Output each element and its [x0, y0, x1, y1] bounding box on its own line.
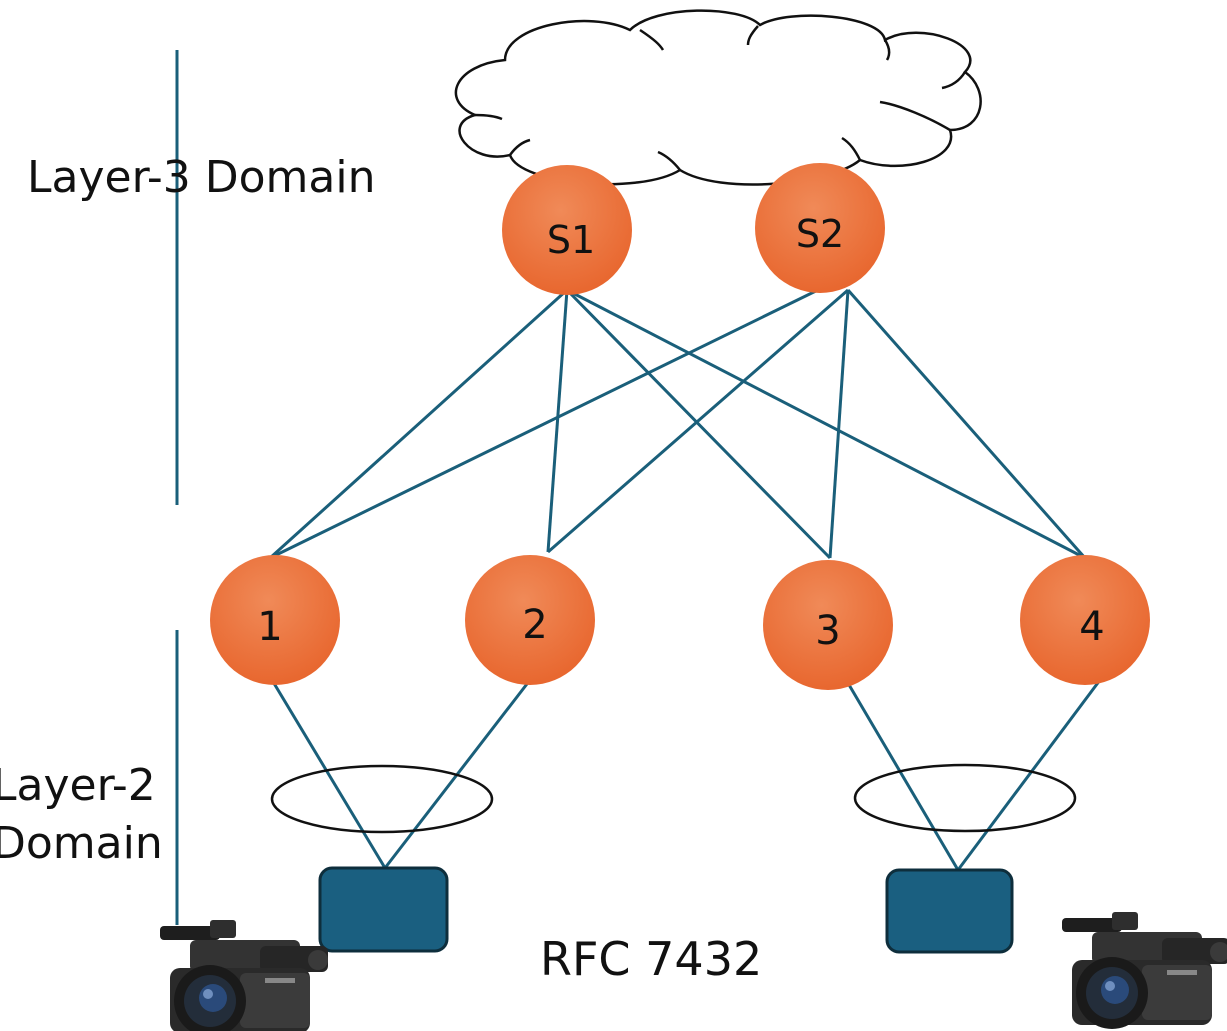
link-leaf3-host2: [843, 677, 960, 871]
leaf-node-2: 2: [465, 555, 595, 685]
link-leaf1-host1: [270, 679, 387, 869]
layer2-domain-label-line1: Layer-2: [0, 760, 156, 811]
lag-ellipse-right: [853, 763, 1077, 833]
video-camera-icon: [1062, 912, 1227, 1029]
leaf-node-label: 4: [1079, 604, 1104, 650]
spine-node-s2: S2: [755, 163, 885, 293]
leaf-host-links: [270, 677, 1102, 871]
link-s2-leaf3: [828, 289, 850, 559]
host-box-left: [318, 866, 449, 953]
leaf-node-3: 3: [763, 560, 893, 690]
link-s1-leaf3: [565, 288, 832, 560]
link-s2-leaf1: [269, 286, 823, 560]
spine-node-label: S1: [547, 218, 595, 262]
link-s2-leaf2: [547, 288, 849, 554]
layer3-domain-label: Layer-3 Domain: [27, 152, 375, 203]
leaf-node-label: 3: [815, 608, 840, 654]
leaf-node-1: 1: [210, 555, 340, 685]
link-leaf4-host2: [956, 679, 1102, 871]
link-s1-leaf4: [566, 288, 1086, 560]
leaf-node-label: 2: [522, 602, 547, 648]
video-camera-icon: [160, 920, 328, 1031]
host-box-right: [885, 868, 1014, 954]
lag-ellipse-left: [270, 764, 494, 834]
link-s1-leaf1: [268, 288, 569, 560]
leaf-node-label: 1: [257, 604, 282, 650]
rfc-caption: RFC 7432: [540, 932, 762, 986]
link-s2-leaf4: [846, 289, 1087, 559]
link-s1-leaf2: [546, 289, 569, 553]
spine-node-s1: S1: [502, 165, 632, 295]
cloud-icon: [454, 9, 982, 186]
leaf-node-4: 4: [1020, 555, 1150, 685]
spine-node-label: S2: [796, 212, 844, 256]
spine-leaf-links: [268, 286, 1087, 560]
layer2-domain-label-line2: Domain: [0, 818, 163, 869]
